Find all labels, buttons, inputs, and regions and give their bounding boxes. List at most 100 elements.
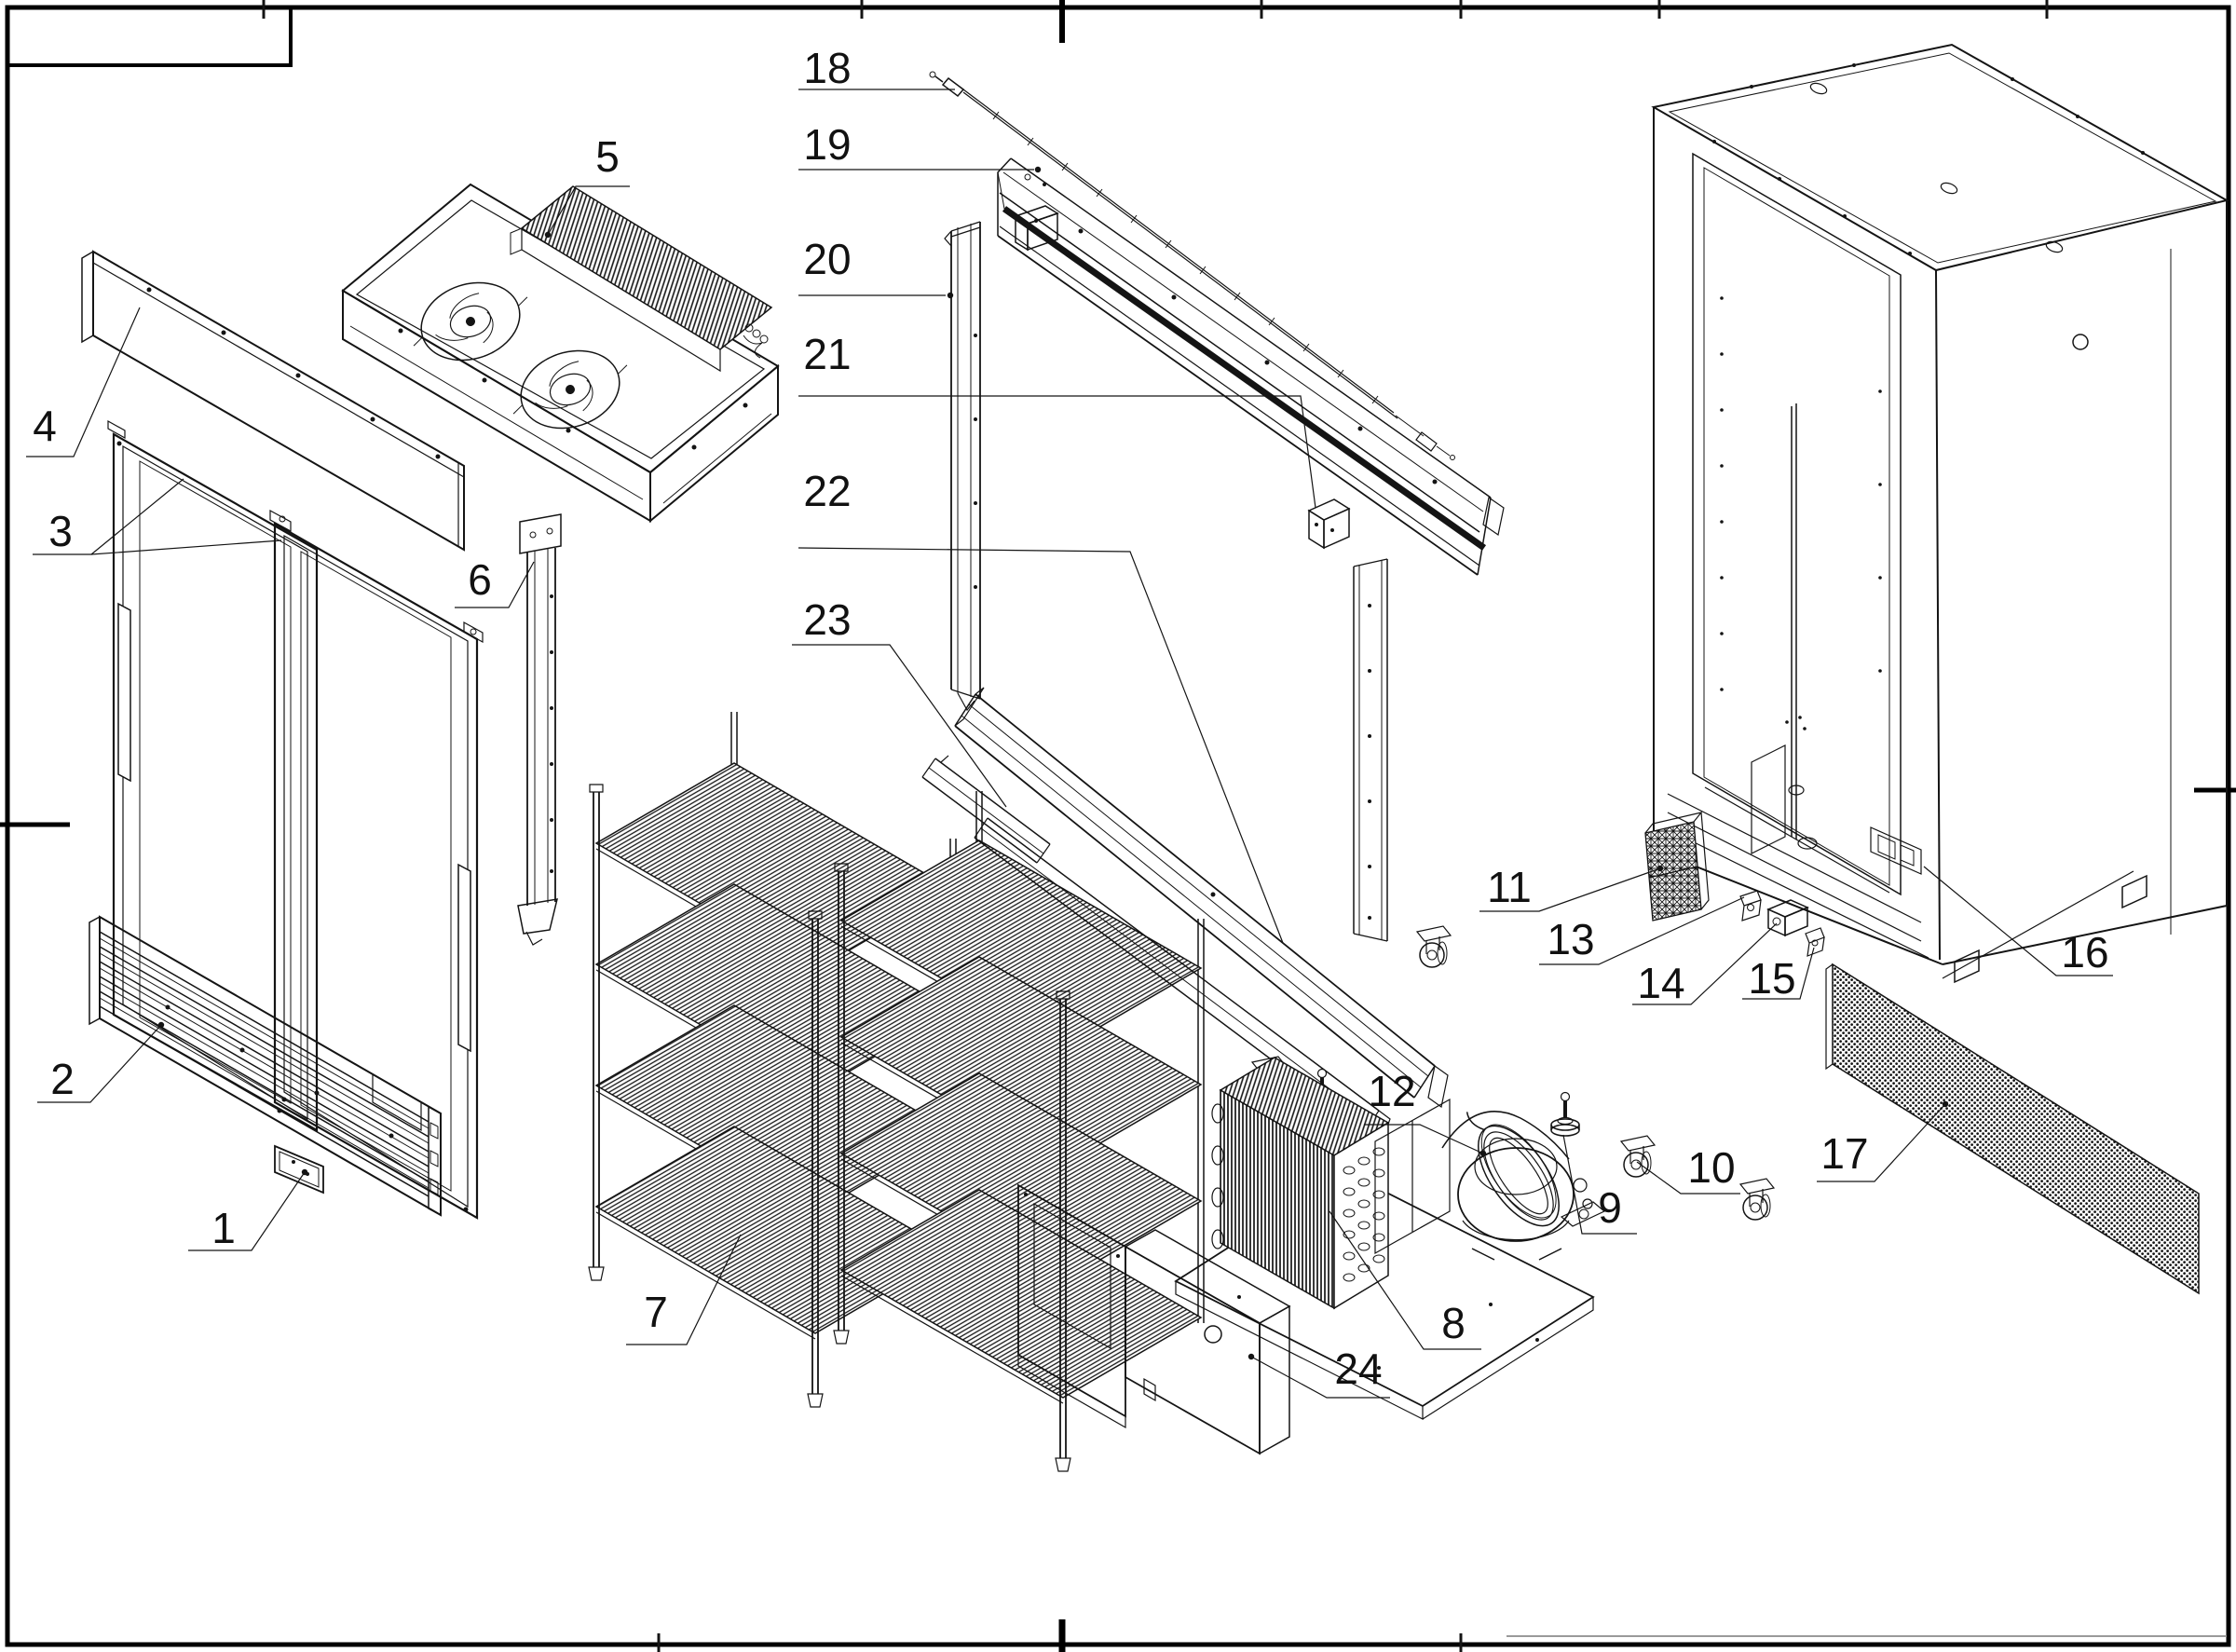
callout-23: 23 bbox=[792, 595, 1007, 808]
part-number-label: 21 bbox=[803, 330, 851, 378]
leader-line-11 bbox=[1479, 867, 1661, 912]
right-door-handle bbox=[457, 863, 471, 1053]
part-number-label: 24 bbox=[1334, 1345, 1382, 1393]
part-8-condensing-unit bbox=[1174, 1057, 1606, 1420]
callout-9: 9 bbox=[1562, 1134, 1637, 1235]
leader-dot-12 bbox=[1479, 1150, 1487, 1157]
leader-line-16 bbox=[1923, 866, 2113, 976]
part-number-label: 6 bbox=[468, 555, 492, 604]
part-number-label: 16 bbox=[2061, 928, 2108, 976]
part-number-label: 3 bbox=[48, 507, 73, 555]
callout-8: 8 bbox=[1329, 1210, 1481, 1350]
leader-line-13 bbox=[1539, 896, 1745, 965]
rail-bracket bbox=[1014, 205, 1059, 252]
part-6-vertical-rail bbox=[517, 513, 562, 946]
left-door-handle bbox=[117, 602, 131, 783]
part-number-label: 17 bbox=[1820, 1129, 1868, 1178]
part-18-light-tube bbox=[929, 71, 1455, 460]
callout-21: 21 bbox=[798, 330, 1316, 509]
part-21-end-cap bbox=[1307, 498, 1351, 550]
leader-line-14 bbox=[1632, 922, 1778, 1005]
part-number-label: 11 bbox=[1487, 863, 1532, 911]
callout-18: 18 bbox=[798, 44, 955, 92]
leader-line-10 bbox=[1636, 1161, 1740, 1195]
side-trim-strip bbox=[1353, 558, 1388, 942]
part-number-label: 13 bbox=[1547, 915, 1594, 963]
compressor bbox=[1441, 1111, 1606, 1261]
part-14-switch-box bbox=[1766, 899, 1809, 937]
part-22-bottom-rail bbox=[954, 687, 1449, 1109]
leader-dot-5 bbox=[544, 231, 552, 239]
part-number-label: 5 bbox=[595, 132, 620, 181]
shelf-unit-b bbox=[839, 840, 1203, 1404]
leader-line-21 bbox=[798, 395, 1316, 509]
callout-5: 5 bbox=[544, 132, 630, 239]
leader-dot-11 bbox=[1657, 865, 1664, 872]
part-number-label: 18 bbox=[803, 44, 851, 92]
callout-20: 20 bbox=[798, 235, 954, 299]
part-20-vertical-trim bbox=[944, 221, 981, 712]
leader-line-6 bbox=[455, 561, 535, 608]
part-7-wire-shelving bbox=[588, 712, 1205, 1472]
part-number-label: 2 bbox=[50, 1055, 75, 1103]
leader-line-4 bbox=[26, 307, 141, 457]
left-door bbox=[107, 419, 319, 1132]
part-number-label: 15 bbox=[1748, 954, 1795, 1003]
part-1-kick-plate bbox=[274, 1144, 324, 1195]
part-5-evaporator-assembly bbox=[341, 183, 780, 524]
callout-24: 24 bbox=[1248, 1345, 1390, 1399]
part-17-mesh-grille bbox=[1825, 963, 2200, 1295]
leader-dot-20 bbox=[947, 292, 954, 299]
condenser-u-bends bbox=[1211, 1103, 1224, 1249]
leader-dot-24 bbox=[1248, 1353, 1255, 1360]
leader-line-22 bbox=[798, 547, 1284, 944]
part-number-label: 1 bbox=[211, 1204, 236, 1252]
part-number-label: 22 bbox=[803, 467, 851, 515]
leader-line-9 bbox=[1562, 1134, 1637, 1235]
leader-line-7 bbox=[626, 1234, 742, 1345]
leader-line-17 bbox=[1817, 1103, 1946, 1182]
leader-dot-1 bbox=[301, 1168, 308, 1176]
part-13-clip bbox=[1739, 890, 1762, 922]
zone-ticks-top bbox=[262, 0, 2049, 19]
caster bbox=[1416, 925, 1452, 968]
callout-11: 11 bbox=[1479, 863, 1664, 912]
leader-line-24 bbox=[1250, 1356, 1390, 1399]
leader-line-16 bbox=[1942, 870, 2134, 979]
part-number-label: 12 bbox=[1368, 1067, 1415, 1115]
condenser-tube-ends bbox=[1343, 1147, 1385, 1282]
callout-19: 19 bbox=[798, 120, 1042, 173]
callout-14: 14 bbox=[1632, 922, 1778, 1007]
leader-line-12 bbox=[1364, 1124, 1484, 1154]
part-4-top-front-panel bbox=[81, 250, 465, 552]
part-number-label: 23 bbox=[803, 595, 851, 644]
callout-1: 1 bbox=[188, 1168, 308, 1252]
part-9-leveling-foot bbox=[1549, 1090, 1581, 1138]
caster bbox=[1739, 1178, 1775, 1221]
leader-line-15 bbox=[1742, 947, 1815, 1000]
part-15-clip bbox=[1805, 927, 1825, 957]
part-3-sliding-doors bbox=[107, 419, 484, 1220]
evaporator-fan-1 bbox=[400, 266, 541, 377]
callout-7: 7 bbox=[626, 1234, 742, 1345]
callout-4: 4 bbox=[26, 307, 141, 457]
part-11-drier-block bbox=[1644, 812, 1710, 922]
part-16-cabinet bbox=[1651, 43, 2229, 984]
part-number-label: 4 bbox=[33, 402, 57, 450]
callout-10: 10 bbox=[1636, 1143, 1740, 1195]
callout-3: 3 bbox=[33, 478, 282, 555]
part-number-label: 9 bbox=[1598, 1183, 1622, 1232]
part-number-label: 14 bbox=[1637, 959, 1684, 1007]
leader-line-8 bbox=[1329, 1210, 1481, 1350]
leader-dot-2 bbox=[157, 1021, 165, 1029]
leader-line-3 bbox=[90, 539, 282, 555]
leader-line-2 bbox=[37, 1024, 162, 1103]
callout-22: 22 bbox=[798, 467, 1284, 944]
part-12-coiled-tube bbox=[1466, 1112, 1560, 1227]
leader-dot-17 bbox=[1942, 1100, 1949, 1108]
callout-16: 16 bbox=[1923, 866, 2134, 979]
part-number-label: 8 bbox=[1441, 1299, 1466, 1347]
